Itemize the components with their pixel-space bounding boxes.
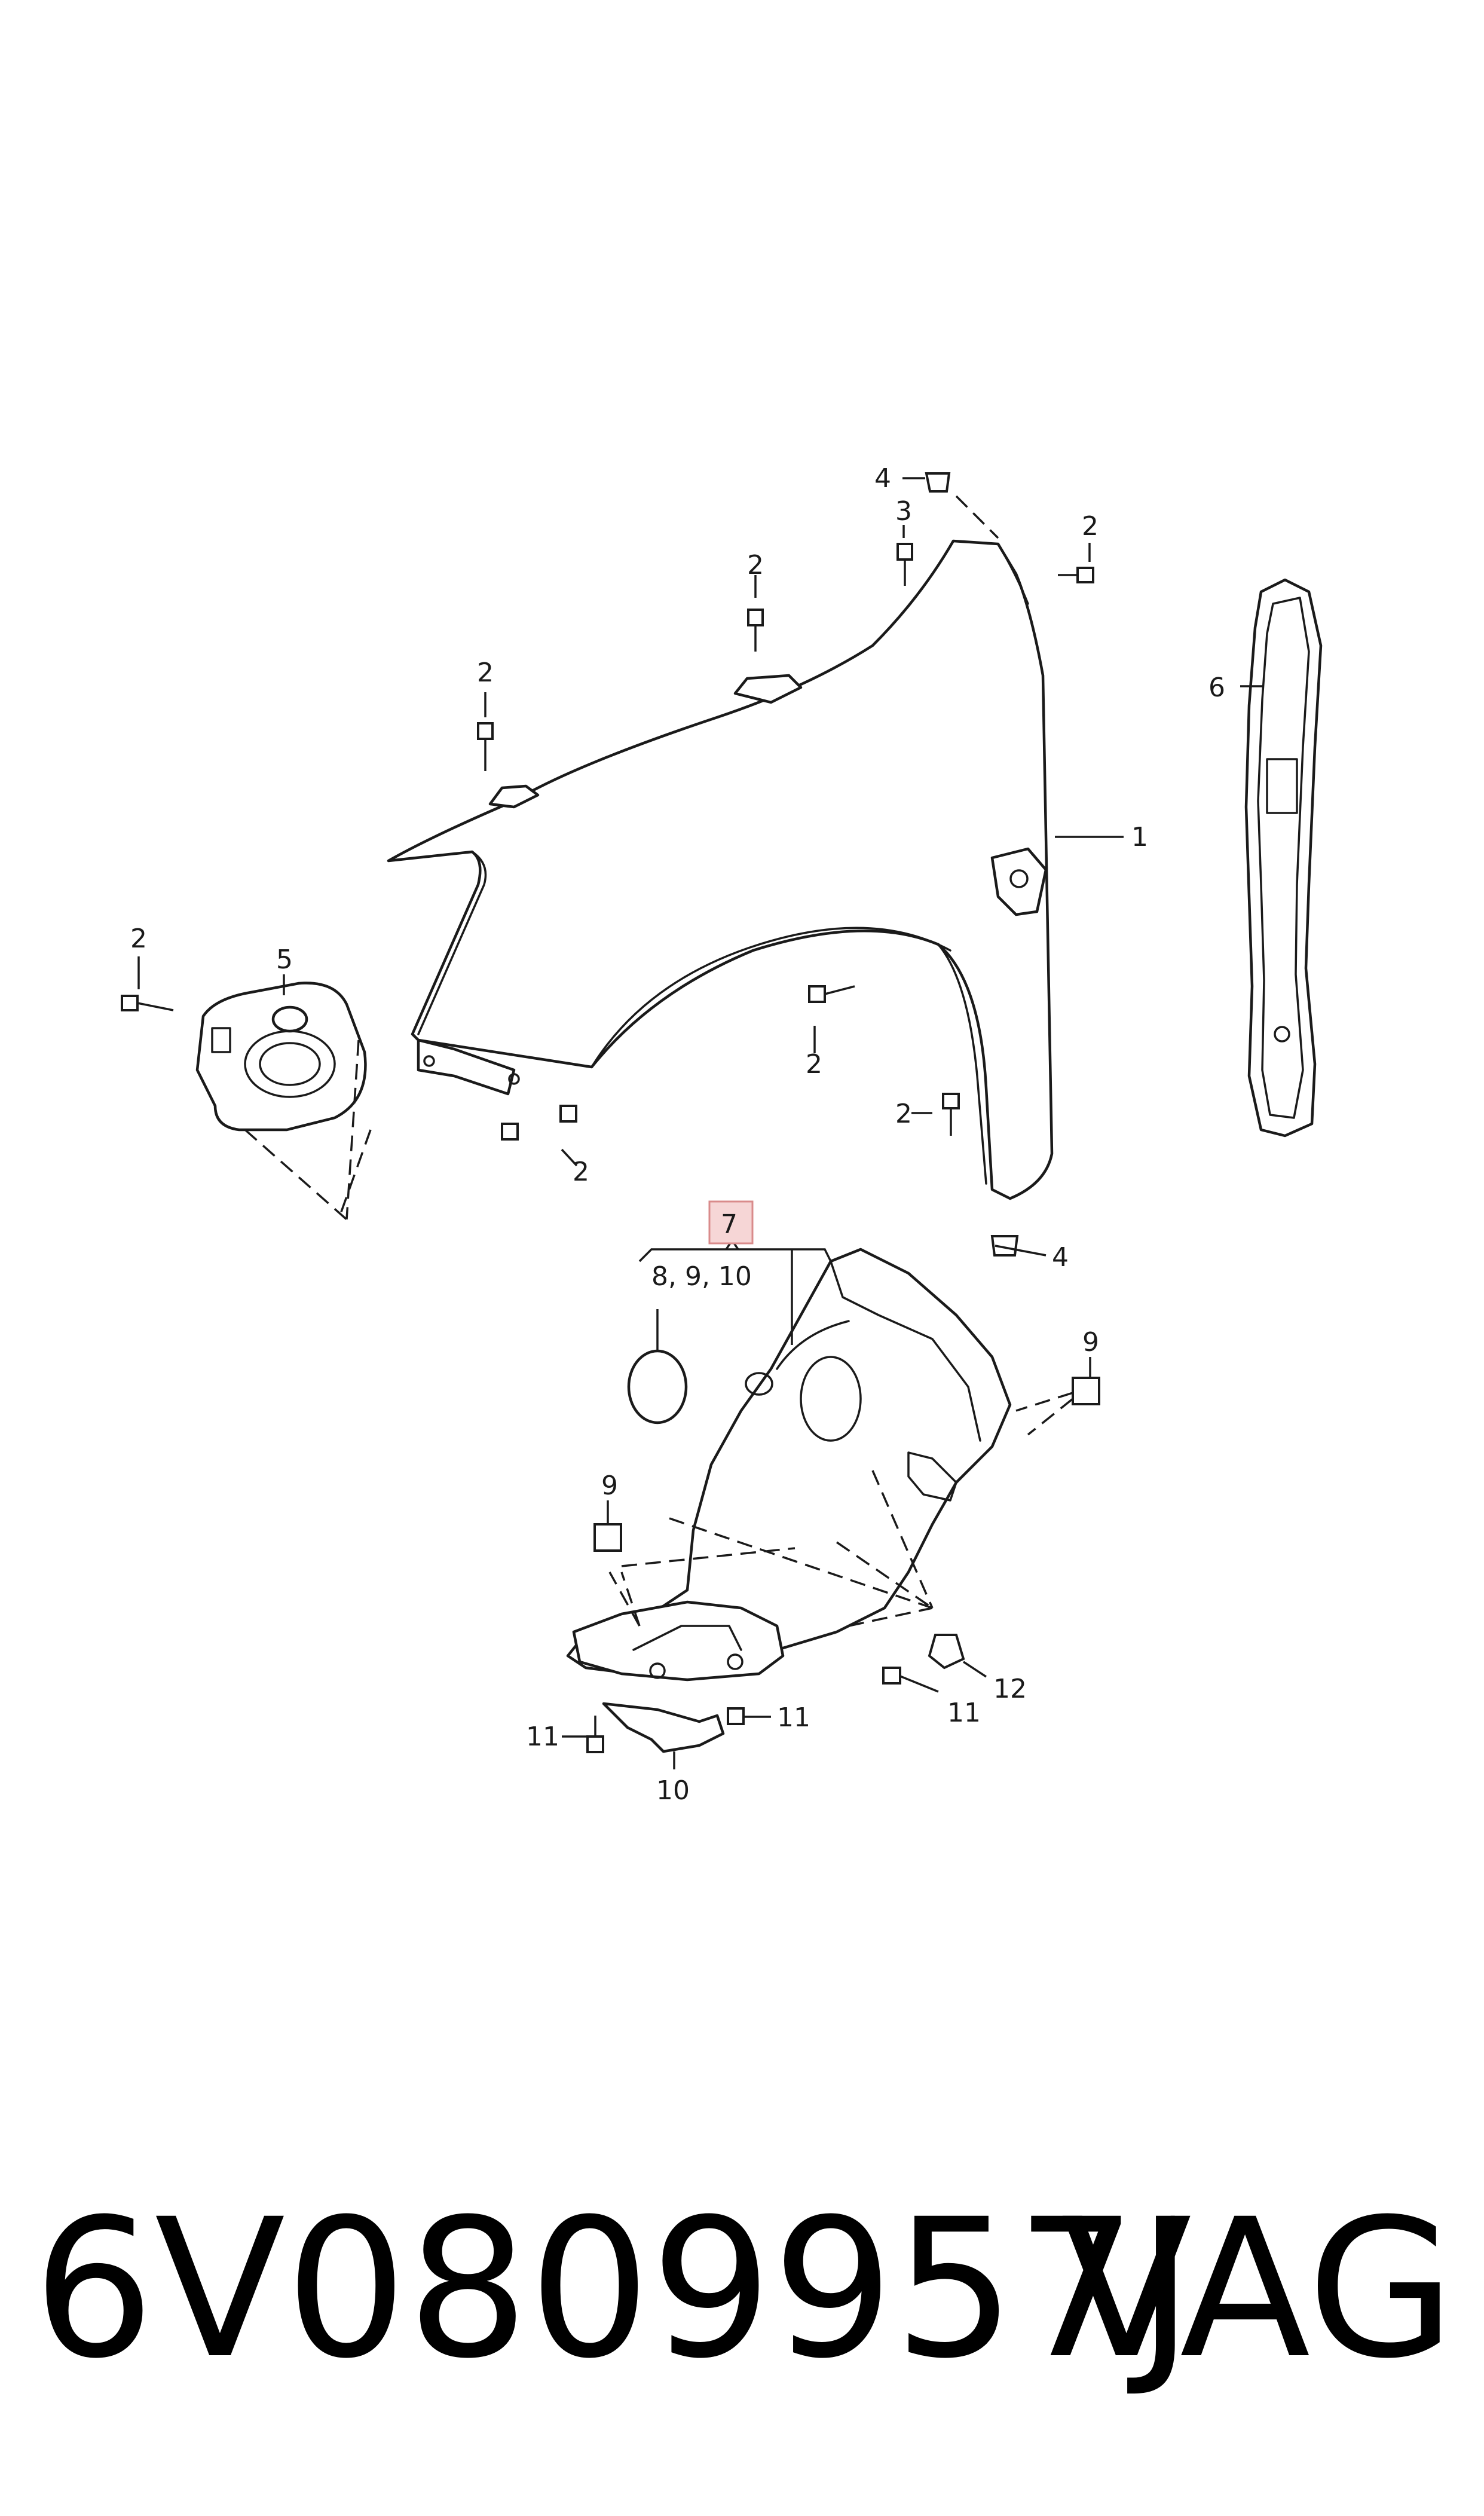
callout-2: 2 (477, 658, 494, 688)
bolt-2-b-icon (477, 722, 494, 771)
bolt-2-c-icon (1058, 567, 1094, 583)
clip-9-b-icon (1015, 1377, 1100, 1436)
callout-3: 3 (895, 496, 912, 527)
nut-4-b-icon (990, 1235, 1019, 1257)
cap-plug (627, 1349, 688, 1424)
callout-2: 2 (895, 1099, 912, 1129)
clip-9-a-icon (593, 1523, 622, 1552)
lower-trim-strip (602, 1702, 725, 1753)
callout-11: 11 (526, 1722, 559, 1752)
front-fender (387, 539, 1054, 1200)
callout-2: 2 (1082, 511, 1099, 542)
callout-5: 5 (276, 944, 293, 975)
callout-4: 4 (874, 463, 891, 494)
callout-10: 10 (656, 1775, 690, 1806)
callout-11: 11 (947, 1698, 981, 1728)
screw-11-c-icon (882, 1667, 901, 1685)
callout-7: 7 (721, 1209, 738, 1240)
callout-2: 2 (806, 1049, 822, 1080)
callout-2: 2 (573, 1157, 589, 1187)
callout-2: 2 (130, 924, 147, 954)
screw-11-a-icon (586, 1716, 604, 1753)
bolt-2-e-icon (808, 985, 855, 1003)
bolt-2-g-icon (501, 1105, 577, 1141)
parts-diagram: 1 2 2 2 2 2 2 2 3 4 4 5 6 7 8, 9, 10 9 9… (121, 463, 1323, 1806)
seal-strip (1244, 578, 1323, 1138)
brand-label: VAG (1061, 2178, 1455, 2401)
bolt-2-a-icon (747, 609, 764, 652)
screw-11-b-icon (727, 1707, 745, 1725)
highlight-box (708, 1200, 754, 1245)
bolt-2-f-icon (942, 1093, 960, 1136)
callout-1: 1 (1131, 822, 1148, 852)
callout-6: 6 (1208, 672, 1225, 703)
nut-4-a-icon (925, 472, 999, 539)
callout-9: 9 (1082, 1327, 1099, 1358)
footer: 6V0809957J VAG (33, 2176, 1455, 2403)
callout-12: 12 (993, 1674, 1027, 1704)
callout-11: 11 (777, 1702, 810, 1733)
bolt-2-d-icon (121, 995, 174, 1011)
callout-2: 2 (747, 550, 764, 580)
wheel-arch-liner (566, 1248, 1012, 1682)
screw-3-icon (896, 543, 913, 586)
callout-4: 4 (1052, 1242, 1069, 1273)
mounting-bracket (195, 982, 367, 1132)
callout-8-9-10: 8, 9, 10 (651, 1261, 752, 1292)
callout-9: 9 (601, 1471, 618, 1501)
expander-12-icon (928, 1634, 965, 1670)
part-number: 6V0809957J (33, 2178, 1194, 2401)
